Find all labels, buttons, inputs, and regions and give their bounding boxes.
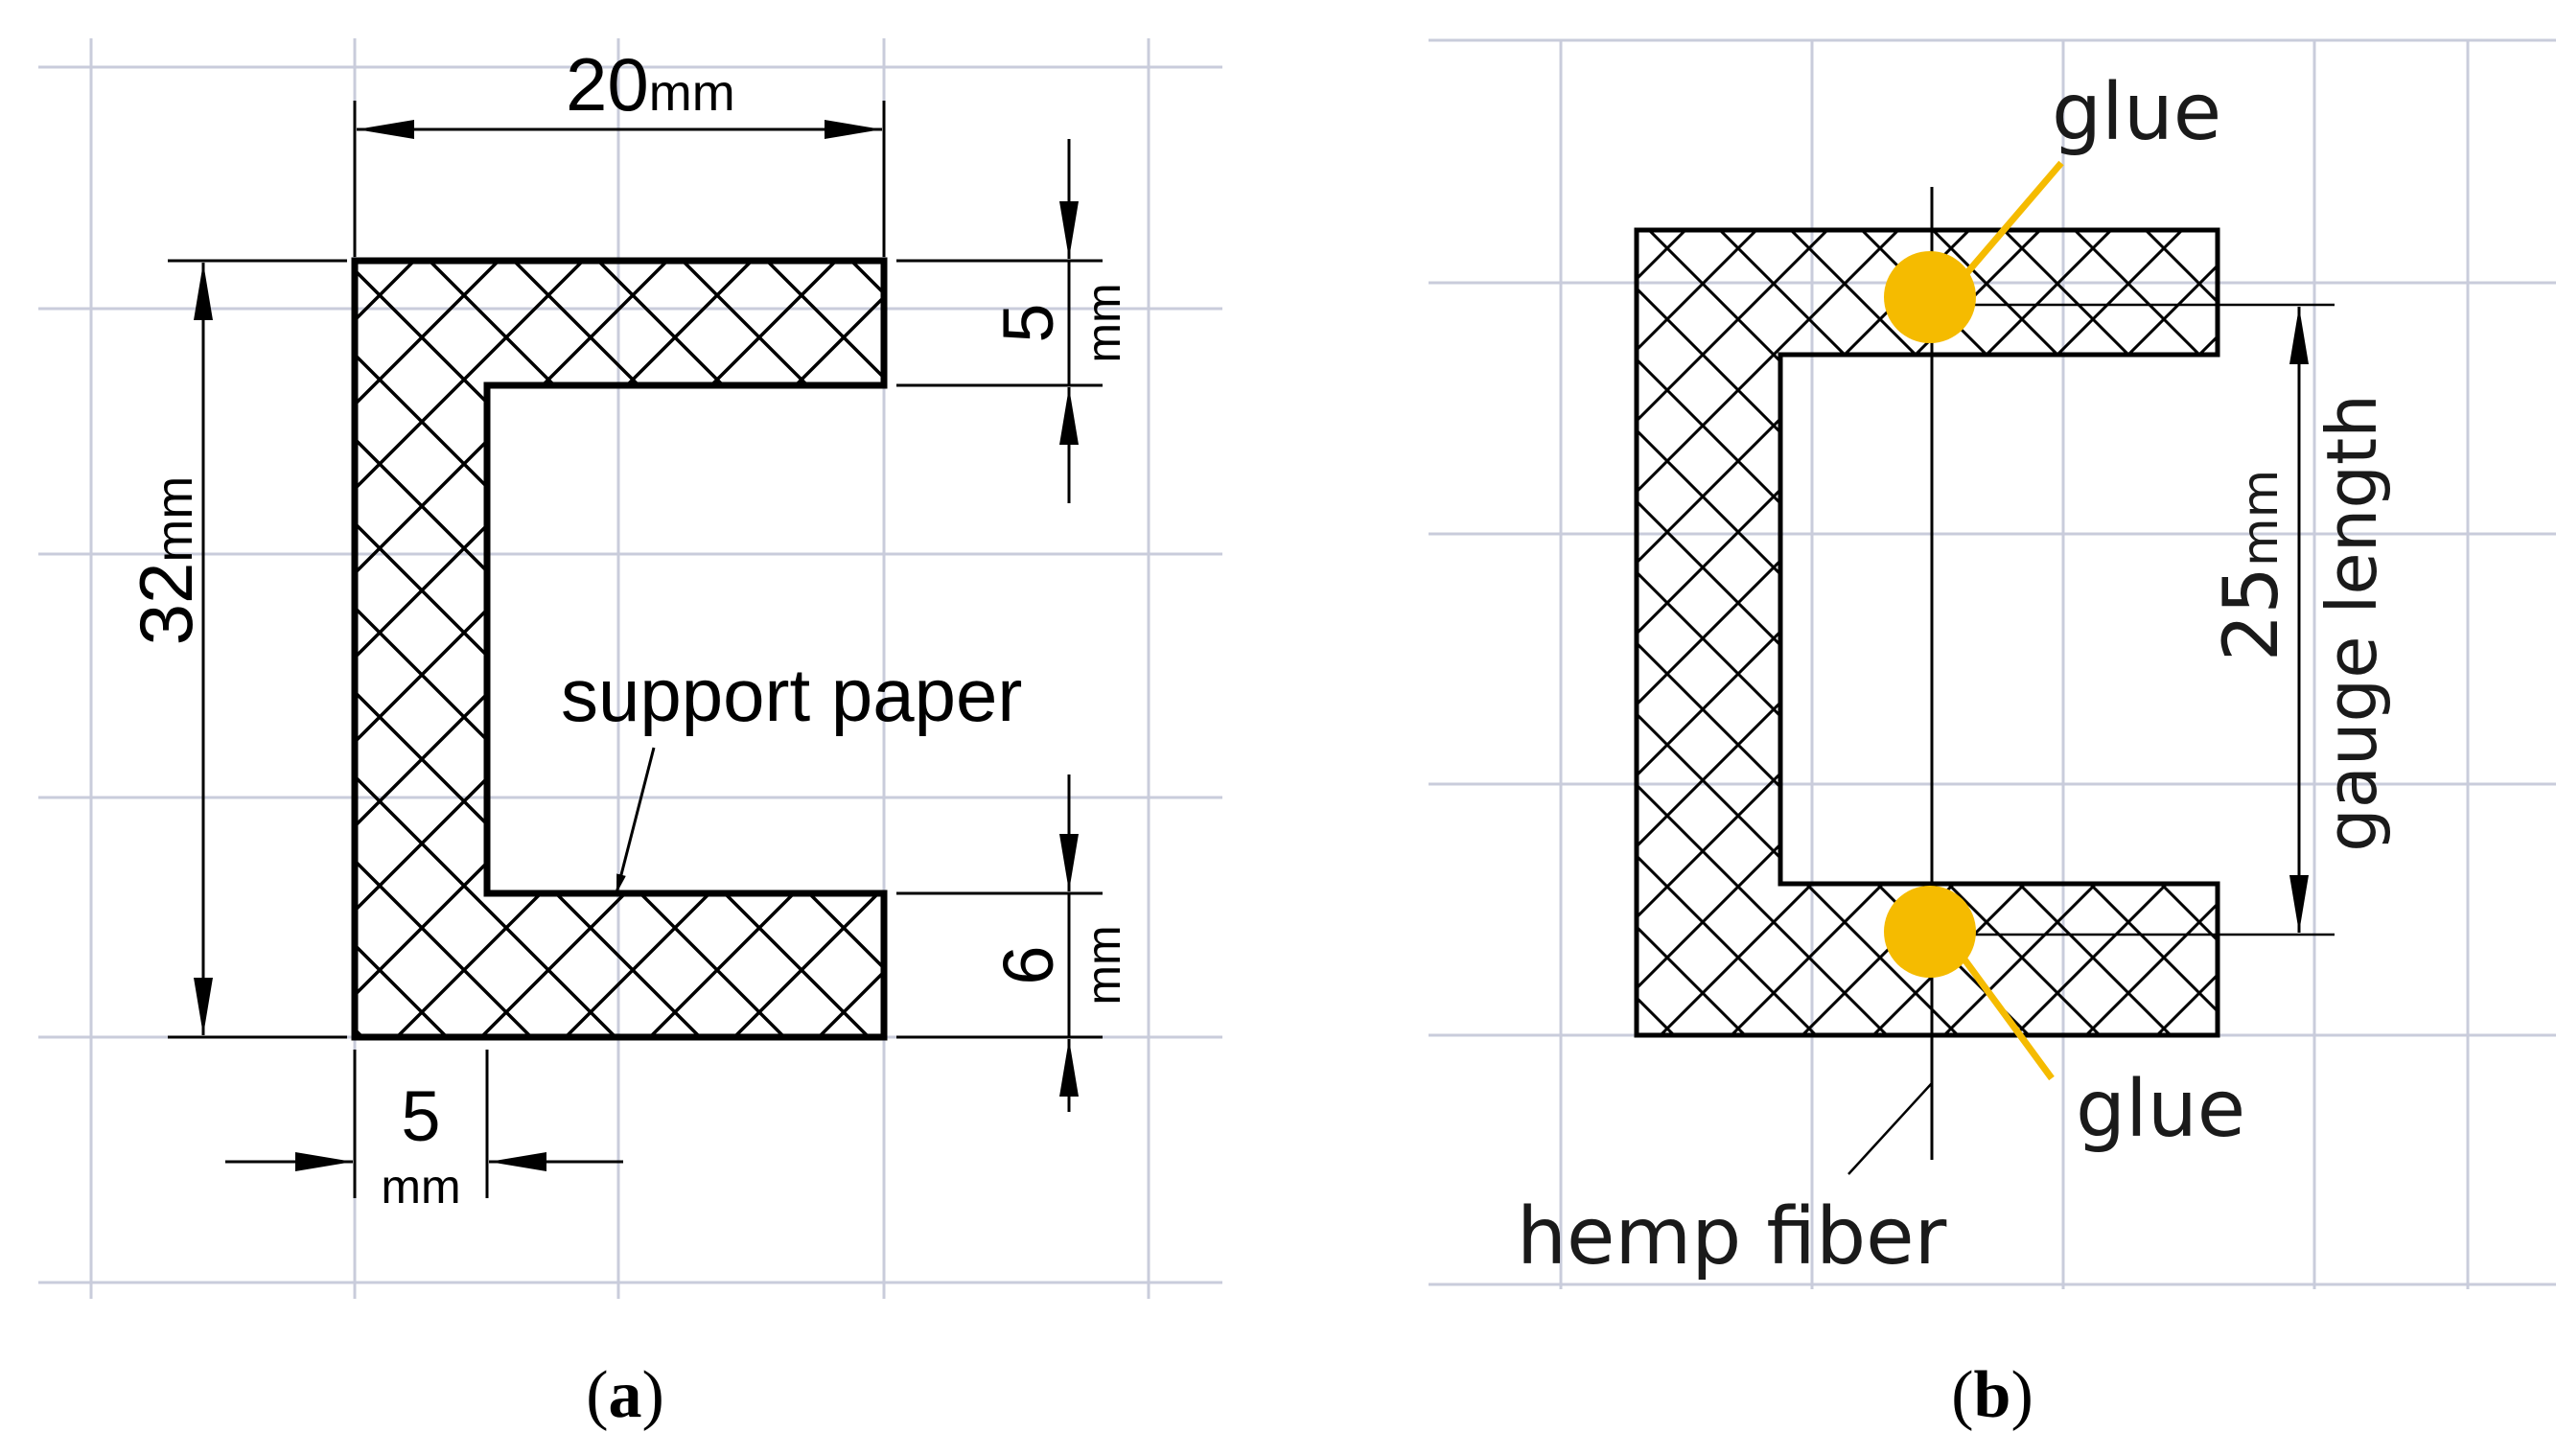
width-value: 20 [566,42,649,127]
height-value: 32 [124,563,208,646]
gauge-length-label: gauge length [2312,394,2392,852]
caption-a-letter: a [609,1358,642,1432]
hemp-fiber-leader [1847,1082,1933,1175]
width-dimension-label: 20mm [566,42,735,127]
caption-b: (b) [1951,1358,2033,1432]
support-paper-frame [351,257,888,1041]
support-paper-leader [615,747,656,894]
height-unit: mm [146,476,203,563]
gauge-unit: mm [2232,470,2289,566]
panel-b: 25mm gauge length glue glue hemp fiber (… [1429,38,2556,1432]
gauge-value-label: 25mm [2209,470,2295,662]
top-arm-value: 5 [988,303,1068,342]
bottom-arm-value: 6 [988,945,1068,984]
support-paper-label: support paper [561,653,1022,737]
spine-unit: mm [381,1160,460,1213]
panel-a: 20mm 32mm 5 mm 6 mm 5 mm suppo [38,38,1222,1432]
top-arm-unit: mm [1077,283,1130,362]
support-paper-frame-b [1634,227,2220,1038]
glue-bottom-dot [1884,886,1976,978]
width-unit: mm [649,64,735,122]
glue-top-dot [1884,251,1976,343]
caption-b-letter: b [1974,1358,2011,1432]
bottom-arm-unit: mm [1077,925,1130,1005]
gauge-value: 25 [2209,566,2295,661]
height-dimension-label: 32mm [124,476,208,646]
gauge-extension-lines [1975,303,2335,936]
spine-value: 5 [401,1076,440,1156]
hemp-fiber-label: hemp fiber [1517,1191,1947,1283]
glue-top-label: glue [2052,67,2221,158]
caption-a: (a) [586,1358,664,1432]
glue-bottom-label: glue [2076,1064,2245,1155]
